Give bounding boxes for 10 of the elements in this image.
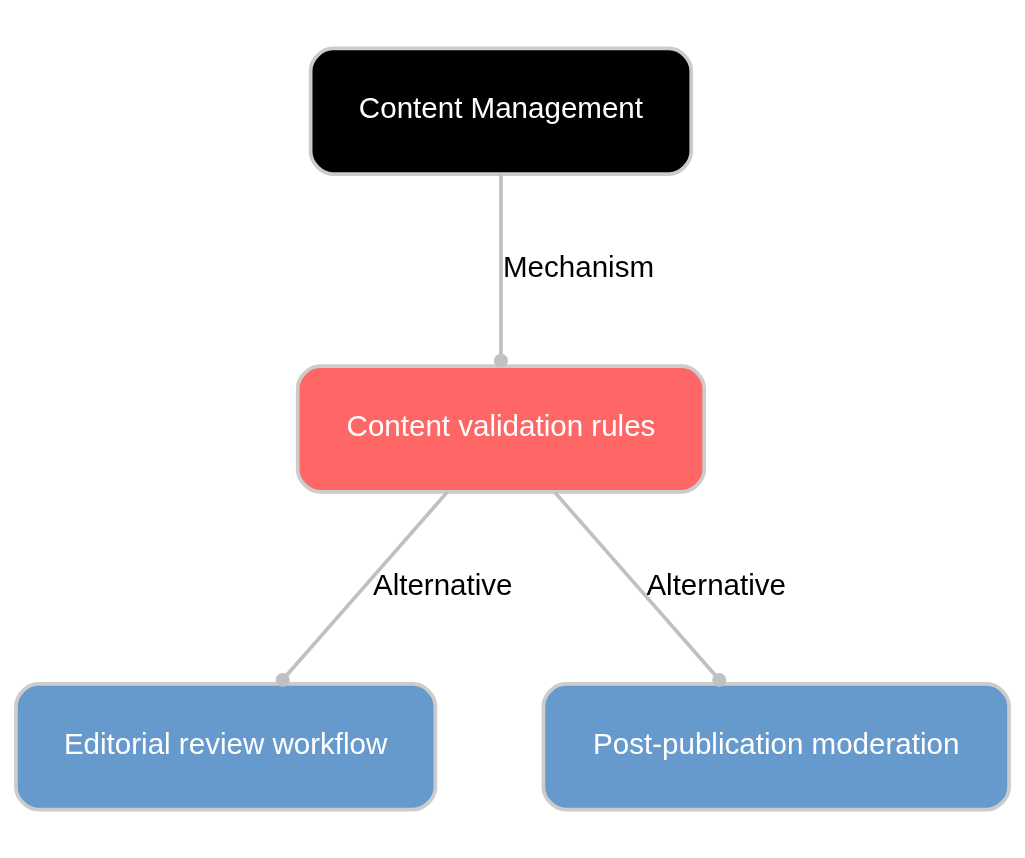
edge-label: Alternative — [372, 567, 513, 601]
connector — [553, 490, 727, 687]
node-box: Post-publication moderation — [541, 682, 1011, 812]
node-box: Editorial review workflow — [14, 682, 438, 812]
connector — [275, 490, 449, 687]
edge-label: Alternative — [646, 567, 786, 601]
connector — [493, 174, 508, 368]
node-box: Content validation rules — [295, 364, 707, 494]
edge-label: Mechanism — [503, 250, 655, 284]
node-box: Content Management — [308, 46, 694, 176]
